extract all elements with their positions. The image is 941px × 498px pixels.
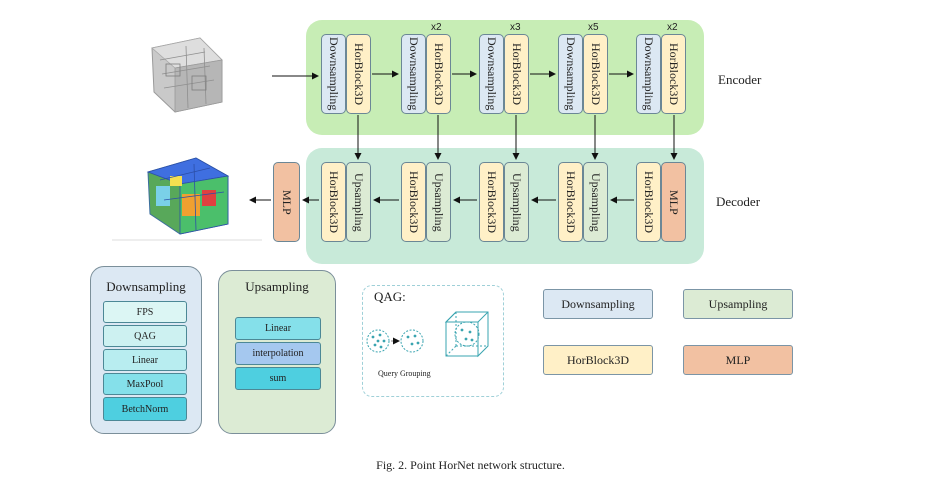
downsampling-step-batchnorm: BetchNorm — [103, 397, 187, 421]
legend-upsampling: Upsampling — [683, 289, 793, 319]
downsampling-step-qag: QAG — [103, 325, 187, 347]
encoder-horblock3d-block-2: HorBlock3D — [426, 34, 451, 114]
qag-grouped-cluster — [400, 329, 424, 353]
decoder-horblock3d-block-3: HorBlock3D — [479, 162, 504, 242]
decoder-upsampling-block-3: Upsampling — [504, 162, 529, 242]
encoder-multiplier-1: x2 — [431, 22, 442, 33]
decoder-horblock3d-block-4: HorBlock3D — [558, 162, 583, 242]
encoder-horblock3d-block-3: HorBlock3D — [504, 34, 529, 114]
decoder-horblock3d-block-1: HorBlock3D — [321, 162, 346, 242]
upsampling-step-linear: Linear — [235, 317, 321, 340]
encoder-multiplier-3: x5 — [588, 22, 599, 33]
encoder-downsampling-block-4: Downsampling — [558, 34, 583, 114]
upsampling-step-interpolation: interpolation — [235, 342, 321, 365]
input-gray-cube — [151, 37, 223, 113]
decoder-horblock3d-block-5: HorBlock3D — [636, 162, 661, 242]
downsampling-step-linear: Linear — [103, 349, 187, 371]
decoder-upsampling-block-4: Upsampling — [583, 162, 608, 242]
decoder-label: Decoder — [716, 194, 761, 209]
encoder-horblock3d-block-1: HorBlock3D — [346, 34, 371, 114]
downsampling-step-fps: FPS — [103, 301, 187, 323]
upsampling-step-sum: sum — [235, 367, 321, 390]
qag-query-cluster — [366, 329, 390, 353]
qag-caption: Query Grouping — [378, 369, 431, 378]
legend-mlp: MLP — [683, 345, 793, 375]
legend-horblock3d: HorBlock3D — [543, 345, 653, 375]
decoder-upsampling-block-1: Upsampling — [346, 162, 371, 242]
encoder-downsampling-block-2: Downsampling — [401, 34, 426, 114]
decoder-mlp-block: MLP — [661, 162, 686, 242]
encoder-label: Encoder — [718, 72, 762, 87]
head-mlp-block: MLP — [273, 162, 300, 242]
encoder-downsampling-block-3: Downsampling — [479, 34, 504, 114]
encoder-multiplier-4: x2 — [667, 22, 678, 33]
qag-title: QAG: — [374, 289, 406, 304]
upsampling-detail-title: Upsampling — [245, 279, 309, 294]
decoder-upsampling-block-2: Upsampling — [426, 162, 451, 242]
figure-caption: Fig. 2. Point HorNet network structure. — [376, 458, 565, 472]
encoder-horblock3d-block-5: HorBlock3D — [661, 34, 686, 114]
decoder-horblock3d-block-2: HorBlock3D — [401, 162, 426, 242]
legend-downsampling: Downsampling — [543, 289, 653, 319]
encoder-downsampling-block-5: Downsampling — [636, 34, 661, 114]
output-colored-cube — [112, 157, 262, 241]
downsampling-step-maxpool: MaxPool — [103, 373, 187, 395]
encoder-multiplier-2: x3 — [510, 22, 521, 33]
downsampling-detail-title: Downsampling — [106, 279, 186, 294]
qag-cube-icon — [444, 311, 489, 358]
encoder-horblock3d-block-4: HorBlock3D — [583, 34, 608, 114]
qag-panel — [362, 285, 504, 397]
encoder-downsampling-block-1: Downsampling — [321, 34, 346, 114]
